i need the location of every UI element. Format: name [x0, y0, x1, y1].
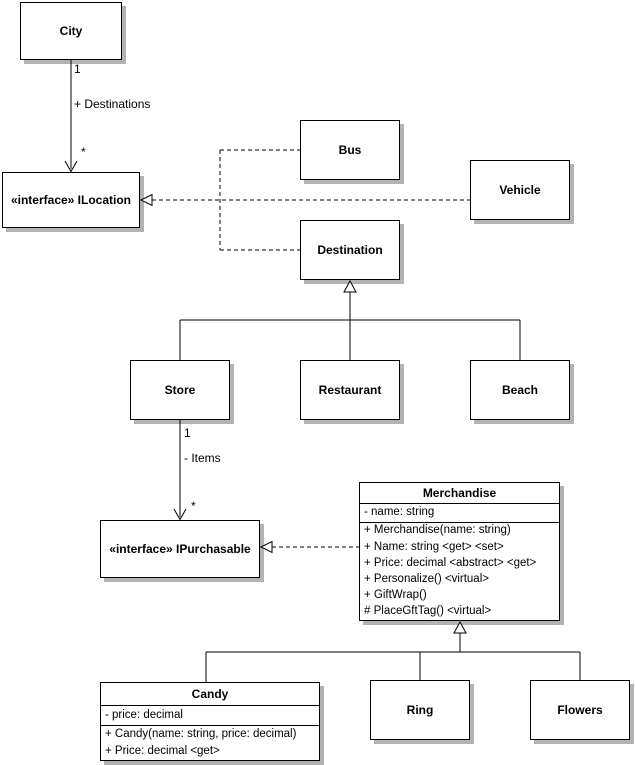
class-merchandise[interactable]: Merchandise - name: string + Merchandise…: [359, 482, 560, 621]
method-row: + GiftWrap(): [364, 589, 427, 602]
class-title: City: [59, 24, 83, 38]
multiplicity-label: 1: [74, 62, 81, 76]
attributes-compartment: - name: string: [360, 504, 559, 523]
edge-generalization-merchandise-children[interactable]: [205, 620, 581, 682]
methods-compartment: + Merchandise(name: string) + Name: stri…: [360, 523, 559, 620]
method-row: + Personalize() <virtual>: [364, 572, 489, 585]
class-title: Restaurant: [318, 383, 382, 397]
hollow-triangle-arrowhead-icon: [259, 540, 273, 554]
class-title: Store: [164, 383, 196, 397]
class-title: Candy: [191, 687, 229, 701]
interface-ilocation[interactable]: «interface» ILocation: [2, 172, 140, 228]
method-row: + Name: string <get> <set>: [364, 540, 504, 553]
hollow-triangle-arrowhead-icon: [343, 279, 357, 293]
edge-merchandise-to-ipurchasable[interactable]: [259, 540, 359, 554]
class-ring[interactable]: Ring: [370, 680, 470, 740]
method-row: + Merchandise(name: string): [364, 524, 511, 537]
open-arrowhead-icon: [64, 160, 78, 173]
role-label: + Destinations: [74, 97, 151, 111]
attributes-compartment: - price: decimal: [101, 706, 319, 726]
multiplicity-label: *: [81, 145, 86, 159]
class-vehicle[interactable]: Vehicle: [470, 160, 570, 220]
class-title: Merchandise: [422, 486, 497, 500]
class-title: Beach: [501, 383, 539, 397]
class-title: «interface» IPurchasable: [109, 542, 251, 556]
attribute-row: - price: decimal: [105, 708, 183, 721]
methods-compartment: + Candy(name: string, price: decimal) + …: [101, 726, 319, 760]
class-restaurant[interactable]: Restaurant: [300, 360, 400, 420]
class-title-compartment: Merchandise: [360, 483, 559, 504]
hollow-triangle-arrowhead-icon: [453, 620, 467, 634]
interface-ipurchasable[interactable]: «interface» IPurchasable: [100, 520, 260, 578]
role-label: - Items: [184, 451, 221, 465]
class-city[interactable]: City: [20, 2, 122, 60]
method-row: + Candy(name: string, price: decimal): [105, 727, 297, 740]
class-title-compartment: Candy: [101, 683, 319, 706]
class-title: «interface» ILocation: [10, 193, 132, 207]
open-arrowhead-icon: [173, 508, 187, 521]
hollow-triangle-arrowhead-icon: [139, 193, 153, 207]
method-row: + Price: decimal <get>: [105, 744, 220, 757]
class-title: Bus: [338, 143, 362, 157]
multiplicity-label: *: [191, 499, 196, 513]
attribute-row: - name: string: [364, 506, 435, 519]
class-title: Ring: [406, 703, 434, 717]
edge-city-to-ilocation[interactable]: [64, 60, 78, 173]
class-flowers[interactable]: Flowers: [530, 680, 630, 740]
class-destination[interactable]: Destination: [300, 220, 400, 280]
method-row: # PlaceGftTag() <virtual>: [364, 605, 492, 618]
class-beach[interactable]: Beach: [470, 360, 570, 420]
class-title: Flowers: [557, 703, 603, 717]
edge-generalization-destination-children[interactable]: [179, 279, 521, 360]
multiplicity-label: 1: [184, 426, 191, 440]
class-store[interactable]: Store: [130, 360, 230, 420]
method-row: + Price: decimal <abstract> <get>: [364, 556, 537, 569]
class-title: Vehicle: [499, 183, 541, 197]
class-candy[interactable]: Candy - price: decimal + Candy(name: str…: [100, 682, 320, 761]
class-bus[interactable]: Bus: [300, 120, 400, 180]
class-title: Destination: [317, 243, 383, 257]
